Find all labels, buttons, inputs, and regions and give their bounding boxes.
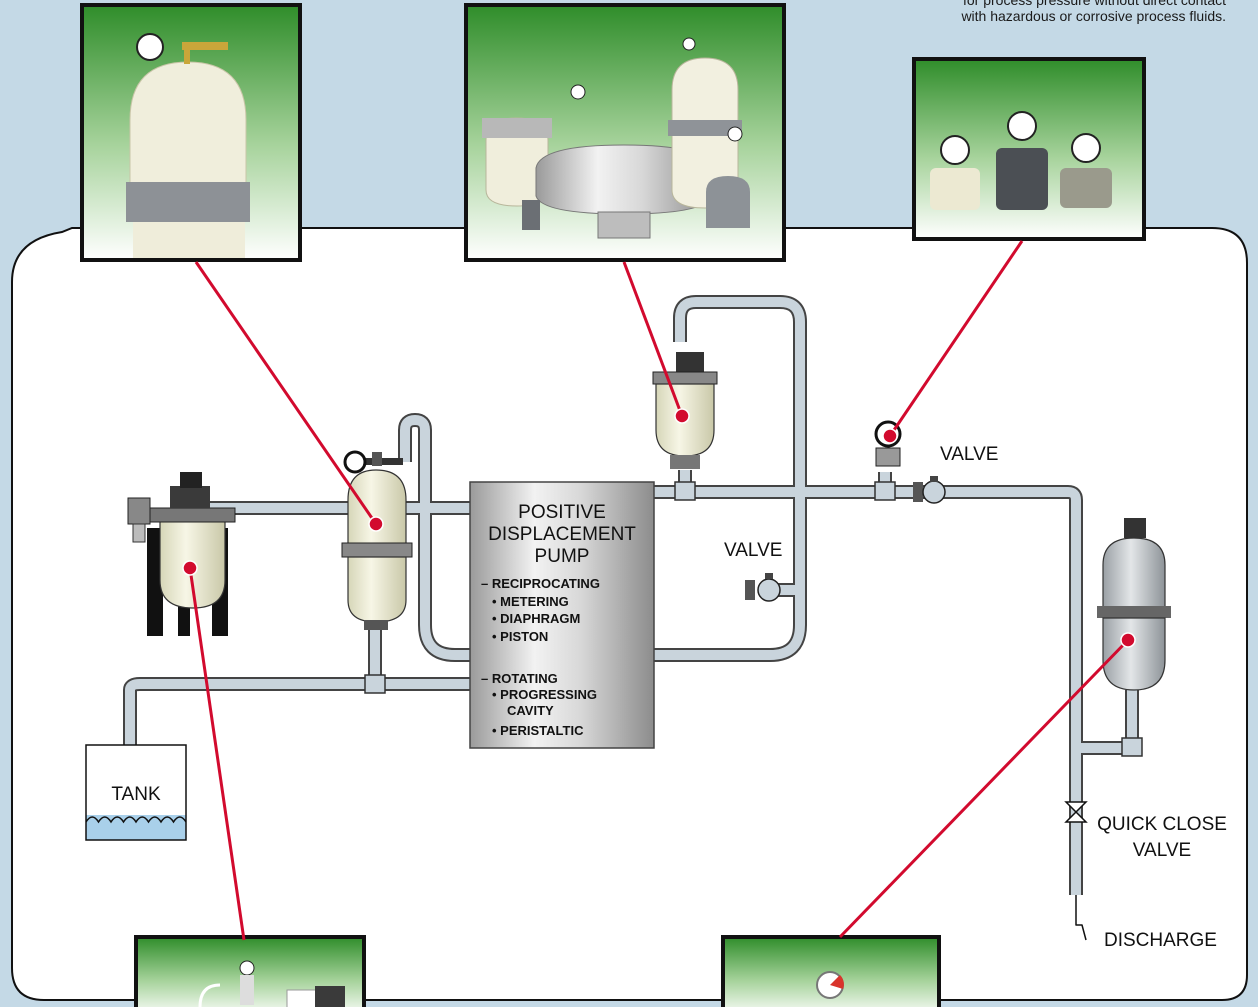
pump-piston: • PISTON — [492, 629, 548, 644]
photo-box-1 — [80, 3, 302, 262]
pointer-dots — [182, 408, 1136, 648]
pump-rotating: – ROTATING — [481, 671, 558, 686]
pump-box — [469, 481, 655, 749]
tank — [85, 744, 187, 841]
pump-reciprocating: – RECIPROCATING — [481, 576, 600, 591]
accumulator-right — [1097, 518, 1171, 691]
quick-close-label-line-1: QUICK CLOSE — [1097, 814, 1227, 835]
discharge-label: DISCHARGE — [1104, 930, 1217, 951]
caption-line-2: with hazardous or corrosive process flui… — [961, 8, 1226, 24]
pump-title-line-2: DISPLACEMENT — [488, 524, 636, 545]
pointer-dot-gauge-guard — [882, 428, 898, 444]
pump-peristaltic: • PERISTALTIC — [492, 723, 584, 738]
pointer-lines — [188, 240, 1130, 941]
pointer-dot-accumulator-right — [1120, 632, 1136, 648]
photo-box-2 — [464, 3, 786, 262]
quick-close-label-line-2: VALVE — [1133, 840, 1191, 861]
tank-label: TANK — [111, 784, 161, 805]
pump-metering: • METERING — [492, 594, 569, 609]
caption-line-1: for process pressure without direct cont… — [962, 0, 1226, 8]
pump-title-line-3: PUMP — [535, 546, 590, 567]
accumulator-left — [341, 450, 413, 630]
valve-top-label: VALVE — [940, 444, 998, 465]
pump-progressing: • PROGRESSING — [492, 687, 597, 702]
pointer-dot-accumulator-left — [368, 516, 384, 532]
pump-title-line-1: POSITIVE — [518, 502, 606, 523]
valve-middle-label: VALVE — [724, 540, 782, 561]
photo-box-4 — [134, 935, 366, 1007]
photo-box-3 — [912, 57, 1146, 241]
valve-middle — [745, 573, 781, 602]
mixing-vessel — [127, 472, 236, 636]
pointer-dot-accumulator-center — [674, 408, 690, 424]
pump-cavity: CAVITY — [507, 703, 554, 718]
photo-box-5 — [721, 935, 941, 1007]
pump-diaphragm: • DIAPHRAGM — [492, 611, 580, 626]
tee-fittings — [364, 481, 1143, 757]
quick-close-valve — [1064, 801, 1088, 823]
pointer-dot-mixing-vessel — [182, 560, 198, 576]
valve-top — [913, 476, 946, 504]
caption: for process pressure without direct cont… — [961, 0, 1226, 24]
